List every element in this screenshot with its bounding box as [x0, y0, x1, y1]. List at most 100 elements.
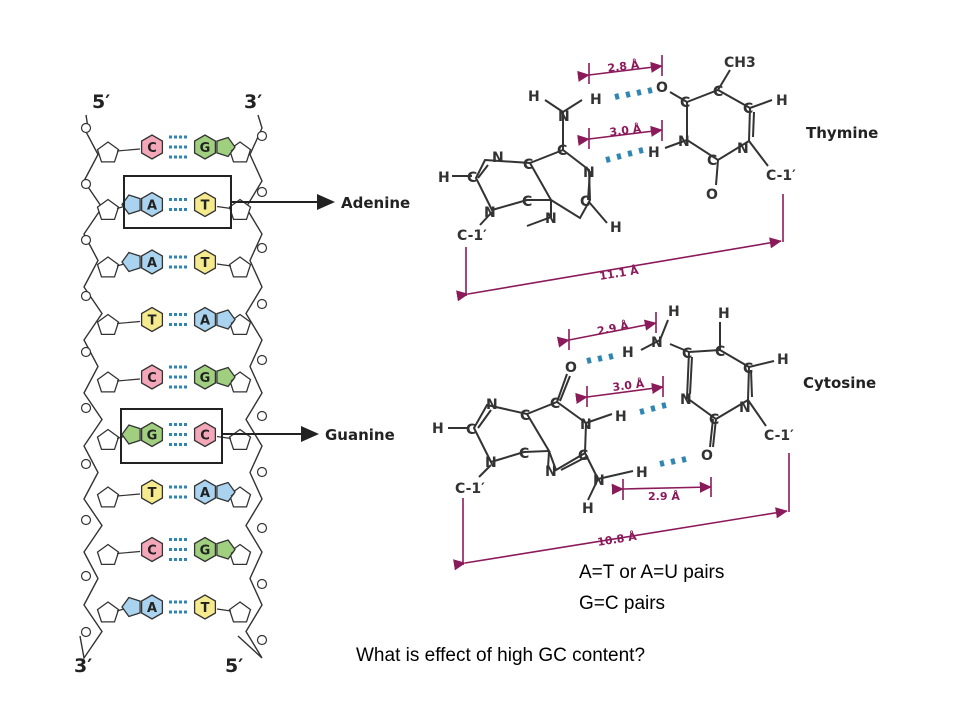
base-right-ring [193, 306, 217, 333]
base-left-letter: G [147, 429, 158, 444]
svg-text:N: N [737, 141, 749, 157]
glycosidic-bond [216, 263, 232, 267]
phosphate-left [80, 402, 92, 414]
gc-span-distance: 10.8 Å [596, 530, 638, 549]
at-c1-right: C-1′ [766, 168, 796, 184]
base-left-ring2 [121, 194, 141, 215]
thymine-label: Thymine [806, 124, 878, 142]
note-gc-pairs: G=C pairs [579, 593, 666, 614]
guanine-cytosine-structure: O N C C N H H C N C N C N H H C-1′ H H [432, 304, 876, 571]
at-bond2-distance: 3.0 Å [609, 122, 643, 139]
base-left-letter: C [147, 544, 157, 559]
gc-bond1-distance: 2.9 Å [596, 319, 630, 338]
base-right-letter: T [201, 256, 210, 271]
phosphate-right [256, 130, 268, 142]
base-right-ring [193, 594, 217, 620]
svg-text:H: H [615, 409, 627, 425]
phosphate-right [256, 354, 268, 366]
svg-text:C: C [520, 408, 530, 424]
svg-text:N: N [680, 392, 692, 408]
base-left-ring2 [121, 251, 141, 273]
svg-text:O: O [565, 360, 577, 376]
base-right-ring [193, 191, 217, 218]
svg-text:N: N [739, 400, 751, 416]
at-c1-left: C-1′ [457, 228, 487, 244]
phosphate-left [80, 178, 92, 190]
svg-text:C: C [580, 194, 590, 210]
svg-text:H: H [590, 92, 602, 108]
sugar-left [96, 428, 120, 451]
base-right-ring2 [216, 309, 236, 330]
base-right-ring [193, 364, 217, 390]
strand-end-5-bottom: 5′ [225, 655, 243, 677]
base-right-ring2 [216, 539, 236, 560]
glycosidic-bond [216, 435, 232, 440]
gc-bond2-distance: 3.0 Å [612, 377, 646, 394]
svg-text:H: H [582, 501, 594, 517]
svg-text:H: H [528, 89, 540, 105]
svg-text:N: N [651, 335, 663, 351]
glycosidic-bond [116, 493, 141, 497]
base-left-ring2 [121, 424, 141, 445]
sugar-left [96, 543, 120, 566]
base-left-letter: C [147, 141, 157, 156]
base-left-ring [140, 594, 164, 620]
base-right-letter: G [200, 141, 211, 156]
phosphate-left [80, 234, 92, 246]
svg-text:C: C [466, 422, 476, 438]
svg-text:C: C [743, 101, 753, 117]
glycosidic-bond [116, 205, 125, 210]
phosphate-left [80, 514, 92, 526]
base-right-ring2 [216, 481, 236, 503]
svg-text:N: N [485, 455, 497, 471]
base-left-ring [140, 364, 164, 390]
gc-distance-markers [453, 312, 790, 571]
phosphate-left [80, 626, 92, 638]
base-left-ring [140, 536, 164, 563]
svg-text:H: H [438, 170, 450, 186]
svg-text:N: N [545, 464, 557, 480]
svg-text:N: N [545, 211, 557, 227]
base-left-ring [140, 479, 164, 505]
phosphate-right [256, 298, 268, 310]
sugar-left [96, 313, 120, 336]
guanine-callout-box [120, 408, 223, 464]
adenine-bonds [452, 99, 608, 227]
glycosidic-bond [116, 148, 141, 152]
svg-text:N: N [486, 397, 498, 413]
base-left-letter: A [147, 199, 157, 214]
svg-text:O: O [656, 80, 668, 96]
gc-bond3-distance: 2.9 Å [648, 490, 680, 503]
base-right-letter: C [200, 429, 210, 444]
sugar-right [228, 601, 252, 623]
left-strand-backbone [79, 114, 103, 660]
strand-end-3-bottom: 3′ [74, 655, 92, 677]
gc-c1-left: C-1′ [455, 481, 485, 497]
sugar-right [228, 256, 252, 278]
phosphate-right [256, 578, 268, 590]
phosphate-right [256, 522, 268, 534]
sugar-left [96, 486, 120, 508]
sugar-left [96, 601, 120, 623]
svg-text:H: H [668, 304, 680, 320]
svg-text:C: C [680, 95, 690, 111]
phosphate-left [80, 122, 92, 134]
base-left-letter: A [147, 256, 157, 271]
phosphate-left [80, 346, 92, 358]
svg-text:N: N [678, 134, 690, 150]
svg-text:N: N [492, 150, 504, 166]
base-right-letter: T [201, 199, 210, 214]
base-left-letter: T [148, 314, 157, 329]
svg-text:N: N [580, 417, 592, 433]
glycosidic-bond [216, 608, 232, 612]
base-left-ring [140, 306, 164, 333]
base-right-ring [193, 134, 217, 160]
phosphate-right [256, 634, 268, 646]
svg-text:O: O [701, 448, 713, 464]
svg-text:H: H [776, 93, 788, 109]
base-left-letter: C [147, 371, 157, 386]
